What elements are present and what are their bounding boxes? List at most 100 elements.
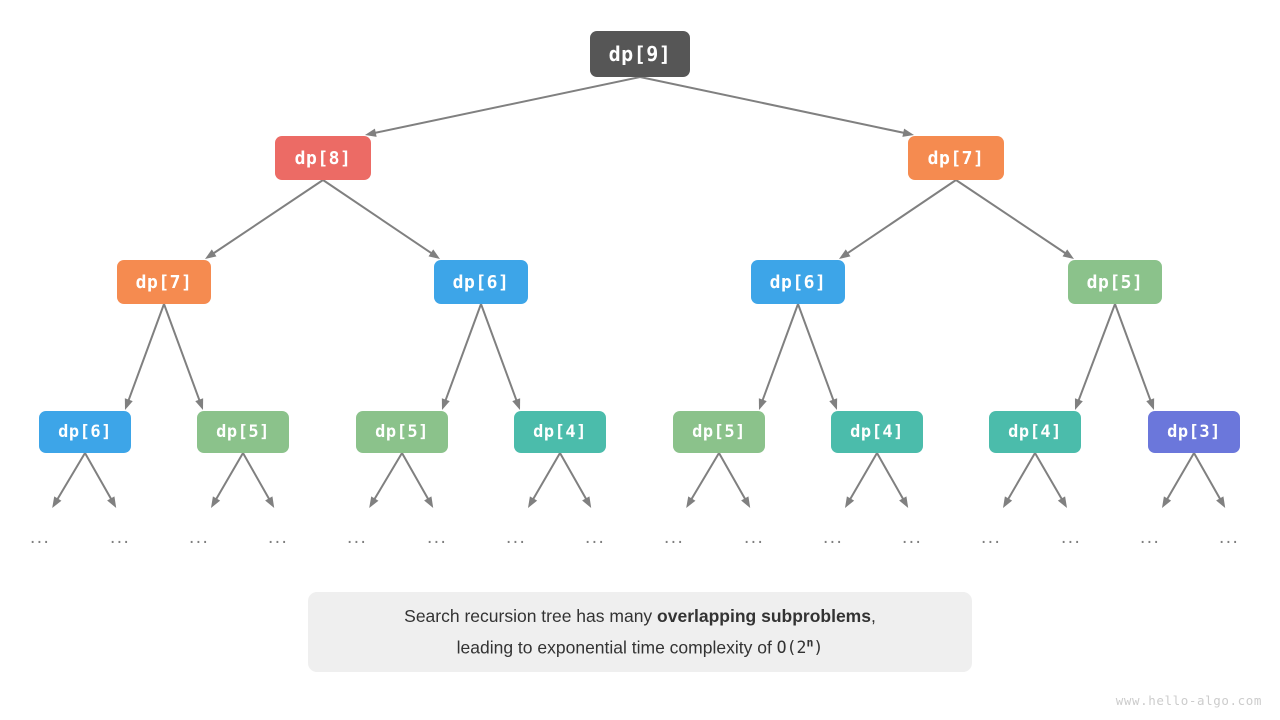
edge-n3-n8-arrowhead: [195, 398, 204, 410]
stub-n14-15-arrowhead: [1216, 496, 1226, 508]
leaf-ellipsis: ...: [981, 527, 1002, 548]
edge-n3-n7-line: [127, 303, 165, 403]
edge-n6-n13-line: [1077, 303, 1116, 403]
tree-node-label: dp[6]: [452, 271, 510, 293]
tree-node-label: dp[7]: [927, 147, 985, 169]
edge-n5-n12-arrowhead: [829, 398, 838, 410]
stub-n9-4-arrowhead: [369, 496, 379, 508]
stub-n12-10-line: [848, 452, 878, 502]
edge-n2-n5-arrowhead: [839, 249, 851, 259]
leaf-ellipsis: ...: [744, 527, 765, 548]
stub-n9-5-line: [401, 452, 430, 502]
stub-n11-8-line: [689, 452, 720, 502]
edge-n6-n14-arrowhead: [1146, 398, 1155, 410]
edge-n4-n9-line: [444, 303, 482, 403]
edge-n0-n1-line: [372, 76, 641, 135]
caption-line-1: Search recursion tree has many overlappi…: [404, 603, 876, 630]
edge-n5-n11-line: [761, 303, 799, 403]
tree-node-label: dp[5]: [692, 422, 746, 442]
watermark: www.hello-algo.com: [1115, 693, 1262, 708]
stub-n13-12-line: [1006, 452, 1036, 502]
edge-n3-n7-arrowhead: [124, 398, 133, 410]
tree-node-label: dp[7]: [135, 271, 193, 293]
formula-base: O(2: [776, 638, 807, 658]
caption-line-2: leading to exponential time complexity o…: [457, 630, 824, 662]
leaf-ellipsis: ...: [189, 527, 210, 548]
tree-node-label: dp[5]: [216, 422, 270, 442]
tree-node-dp4: dp[4]: [831, 411, 923, 453]
leaf-ellipsis: ...: [427, 527, 448, 548]
edge-n1-n4-line: [322, 179, 434, 255]
formula-close: ): [813, 638, 824, 658]
leaf-ellipsis: ...: [30, 527, 51, 548]
tree-node-label: dp[5]: [375, 422, 429, 442]
complexity-formula: O(2n): [776, 635, 824, 658]
tree-node-dp5: dp[5]: [673, 411, 765, 453]
leaf-ellipsis: ...: [347, 527, 368, 548]
tree-node-label: dp[9]: [608, 42, 672, 66]
caption-line-1-suffix: ,: [870, 605, 876, 626]
leaf-ellipsis: ...: [585, 527, 606, 548]
stub-n7-1-arrowhead: [107, 496, 117, 508]
leaf-ellipsis: ...: [1140, 527, 1161, 548]
tree-node-label: dp[4]: [533, 422, 587, 442]
caption-line-2-prefix: leading to exponential time complexity o…: [456, 637, 777, 658]
stub-n13-13-arrowhead: [1057, 496, 1067, 508]
stub-n12-10-arrowhead: [845, 496, 855, 508]
edge-n1-n4-arrowhead: [428, 249, 440, 259]
edge-n1-n3-line: [211, 179, 324, 255]
stub-n14-14-line: [1165, 452, 1195, 502]
edge-n4-n9-arrowhead: [441, 398, 450, 410]
stub-n8-3-arrowhead: [265, 496, 275, 508]
tree-node-dp7: dp[7]: [117, 260, 211, 304]
tree-node-label: dp[6]: [58, 422, 112, 442]
stub-n10-7-line: [559, 452, 588, 502]
caption-line-1-prefix: Search recursion tree has many: [404, 605, 658, 626]
edge-n6-n14-line: [1114, 303, 1152, 403]
tree-node-dp4: dp[4]: [514, 411, 606, 453]
edge-n1-n3-arrowhead: [205, 249, 217, 259]
edge-n4-n10-line: [480, 303, 518, 403]
stub-n12-11-arrowhead: [899, 496, 909, 508]
leaf-ellipsis: ...: [110, 527, 131, 548]
stub-n14-14-arrowhead: [1162, 496, 1172, 508]
edge-n6-n13-arrowhead: [1074, 398, 1083, 410]
leaf-ellipsis: ...: [268, 527, 289, 548]
tree-node-dp6: dp[6]: [39, 411, 131, 453]
stub-n13-12-arrowhead: [1003, 496, 1013, 508]
edge-n5-n12-line: [797, 303, 835, 403]
tree-node-dp5: dp[5]: [197, 411, 289, 453]
tree-node-label: dp[6]: [769, 271, 827, 293]
tree-node-dp4: dp[4]: [989, 411, 1081, 453]
caption-line-1-bold: overlapping subproblems: [657, 605, 871, 626]
stub-n7-1-line: [84, 452, 113, 502]
leaf-ellipsis: ...: [664, 527, 685, 548]
stub-n8-2-line: [214, 452, 244, 502]
stub-n9-5-arrowhead: [424, 496, 434, 508]
leaf-ellipsis: ...: [902, 527, 923, 548]
tree-node-label: dp[4]: [1008, 422, 1062, 442]
tree-node-dp5: dp[5]: [1068, 260, 1162, 304]
stub-n7-0-arrowhead: [52, 496, 62, 508]
edge-n2-n6-arrowhead: [1062, 249, 1074, 259]
tree-node-dp5: dp[5]: [356, 411, 448, 453]
tree-node-label: dp[5]: [1086, 271, 1144, 293]
edge-n2-n5-line: [845, 179, 957, 255]
tree-node-label: dp[3]: [1167, 422, 1221, 442]
leaf-ellipsis: ...: [506, 527, 527, 548]
leaf-ellipsis: ...: [1219, 527, 1240, 548]
edge-n0-n2-line: [639, 76, 907, 135]
leaf-ellipsis: ...: [1061, 527, 1082, 548]
stub-n10-6-arrowhead: [528, 496, 538, 508]
tree-node-dp3: dp[3]: [1148, 411, 1240, 453]
stub-n14-15-line: [1193, 452, 1222, 502]
tree-node-dp6: dp[6]: [434, 260, 528, 304]
formula-exponent: n: [806, 635, 814, 650]
edge-n5-n11-arrowhead: [758, 398, 767, 410]
stub-n8-2-arrowhead: [211, 496, 221, 508]
stub-n10-7-arrowhead: [582, 496, 592, 508]
tree-node-label: dp[8]: [294, 147, 352, 169]
tree-node-label: dp[4]: [850, 422, 904, 442]
stub-n8-3-line: [242, 452, 271, 502]
